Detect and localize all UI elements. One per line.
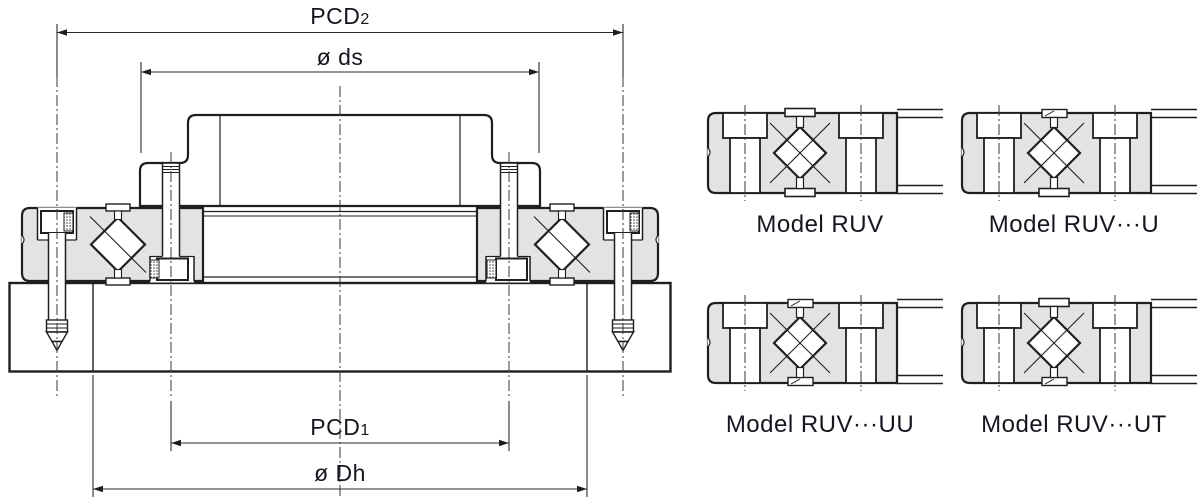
dimension-pcd2 [56,24,624,78]
ring-split-notch [655,234,659,245]
model-label-ruv-uu: Model RUV···UU [725,411,915,438]
bolt-head [156,257,189,281]
spacer-retainer [105,277,131,286]
model-label-ruv: Model RUV [756,211,884,238]
seal [787,298,814,309]
dim-label-ds: ø ds [316,44,364,70]
ring-split-notch [21,234,25,245]
dim-label-pcd1: PCD1 [310,414,370,440]
dim-label-pcd2: PCD2 [310,3,370,29]
top-mounting-plate [138,113,542,208]
ring-split-notch [707,337,711,348]
bearing-section-diagram [706,105,943,201]
ring-split-notch [961,147,965,158]
spacer-retainer [784,187,816,198]
cross-roller-left [89,203,147,286]
bolt-section-hatch [149,259,160,279]
dimension-pcd1 [170,401,510,451]
inner-ring-bolt-right [485,163,531,283]
spacer-retainer [1038,187,1070,198]
bolt-section-hatch [486,259,497,279]
bearing-section-diagram [706,295,943,391]
seal [1041,108,1068,119]
ring-split-notch [707,147,711,158]
dimension-dh [92,375,588,497]
bolt-head [495,257,528,281]
bearing-section-diagram [960,295,1197,391]
centerlines [56,76,624,497]
ring-split-notch [961,337,965,348]
seal [787,376,814,387]
bolt-section-hatch [63,212,74,232]
model-label-ruv-u: Model RUV···U [988,211,1160,238]
model-label-ruv-ut: Model RUV···UT [981,411,1167,438]
cross-roller-right [533,203,591,286]
spacer-retainer [549,277,575,286]
spacer-retainer [784,107,816,118]
bearing-assembly-cross-section [8,24,672,497]
dim-label-dh: ø Dh [314,460,366,486]
spacer-retainer [1038,297,1070,308]
spacer-retainer [105,203,131,212]
bolt-section-hatch [629,212,640,232]
bearing-section-diagram [960,105,1197,201]
dimension-ds [140,62,540,153]
seal [1041,376,1068,387]
spacer-retainer [549,203,575,212]
